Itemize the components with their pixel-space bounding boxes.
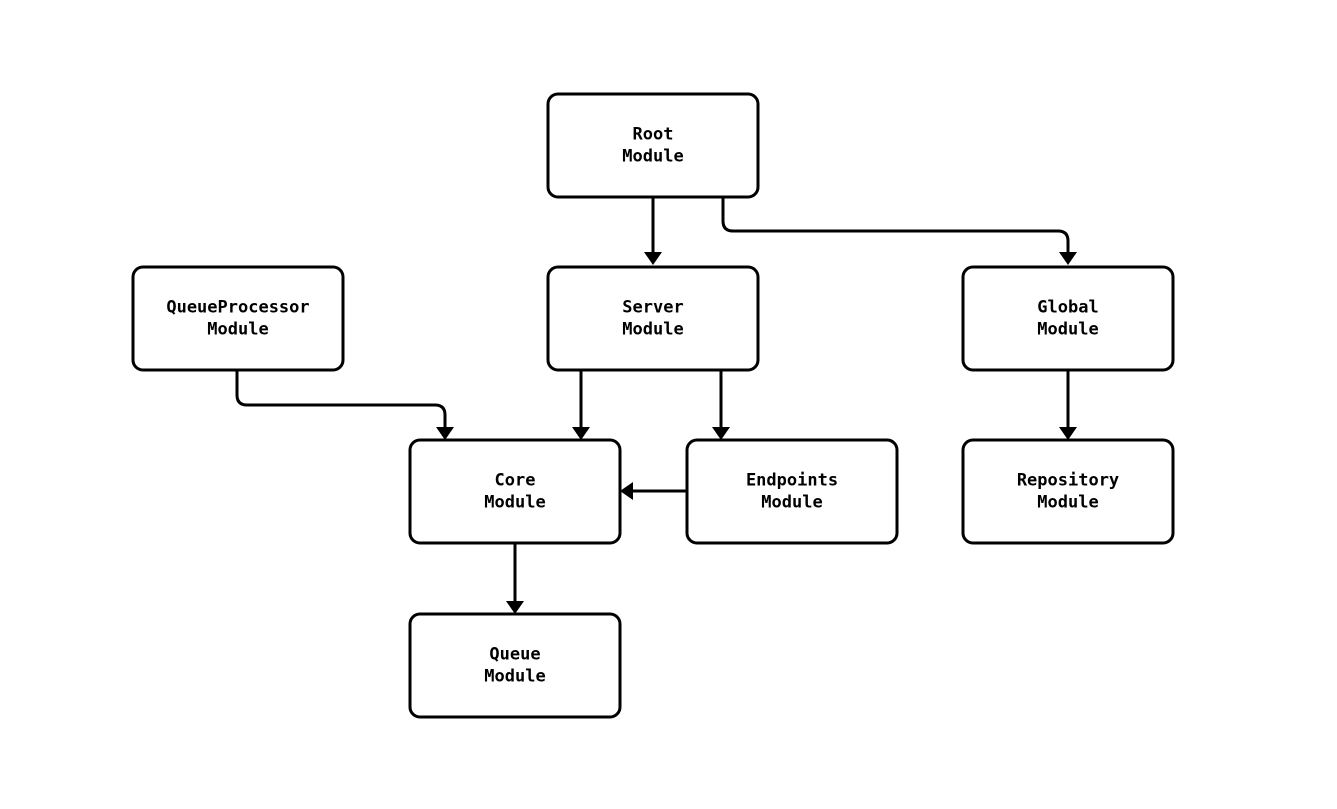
endpoints-module-node-label-line2: Module <box>761 493 822 513</box>
global-module-node-label-line2: Module <box>1037 320 1098 340</box>
core-module-node-label-line1: Core <box>495 471 536 491</box>
queue-module-node-label-line2: Module <box>484 667 545 687</box>
queue-module-node-label-line1: Queue <box>489 645 540 665</box>
core-module-node-box[interactable] <box>408 438 622 545</box>
queueprocessor-module-node-box[interactable] <box>131 265 345 372</box>
edge-server-to-core <box>572 370 590 440</box>
server-module-node-label-line1: Server <box>622 298 683 318</box>
edge-root-to-global-arrowhead-icon <box>1059 252 1077 265</box>
edge-root-to-global <box>721 197 1077 265</box>
queue-module-node-box[interactable] <box>408 612 622 719</box>
edge-root-to-server <box>644 197 662 265</box>
edge-global-to-repository <box>1059 370 1077 440</box>
queueprocessor-module-node-label-line2: Module <box>207 320 268 340</box>
edge-queueprocessor-to-core <box>235 370 454 440</box>
root-module-node-label-line2: Module <box>622 147 683 167</box>
edge-core-to-queue-arrowhead-icon <box>506 601 524 614</box>
edge-server-to-endpoints <box>712 370 730 440</box>
edge-endpoints-to-core <box>620 482 687 500</box>
edge-endpoints-to-core-arrowhead-icon <box>620 482 633 500</box>
edges-layer <box>235 197 1077 614</box>
edge-core-to-queue <box>506 543 524 614</box>
root-module-node-box[interactable] <box>546 92 760 199</box>
repository-module-node-label-line1: Repository <box>1017 471 1119 491</box>
queueprocessor-module-node-label-line1: QueueProcessor <box>166 298 309 318</box>
global-module-node-label-line1: Global <box>1037 298 1098 318</box>
edge-queueprocessor-to-core-arrowhead-icon <box>436 427 454 440</box>
edge-global-to-repository-arrowhead-icon <box>1059 427 1077 440</box>
global-module-node-box[interactable] <box>961 265 1175 372</box>
repository-module-node-label-line2: Module <box>1037 493 1098 513</box>
edge-queueprocessor-to-core-line <box>235 370 447 427</box>
server-module-node-box[interactable] <box>546 265 760 372</box>
repository-module-node-box[interactable] <box>961 438 1175 545</box>
endpoints-module-node-label-line1: Endpoints <box>746 471 838 491</box>
endpoints-module-node-box[interactable] <box>685 438 899 545</box>
root-module-node-label-line1: Root <box>633 125 674 145</box>
server-module-node-label-line2: Module <box>622 320 683 340</box>
edge-server-to-endpoints-arrowhead-icon <box>712 427 730 440</box>
nodes-layer: RootModuleQueueProcessorModuleServerModu… <box>131 92 1175 719</box>
edge-root-to-server-arrowhead-icon <box>644 252 662 265</box>
core-module-node-label-line2: Module <box>484 493 545 513</box>
edge-root-to-global-line <box>721 197 1070 252</box>
edge-server-to-core-arrowhead-icon <box>572 427 590 440</box>
